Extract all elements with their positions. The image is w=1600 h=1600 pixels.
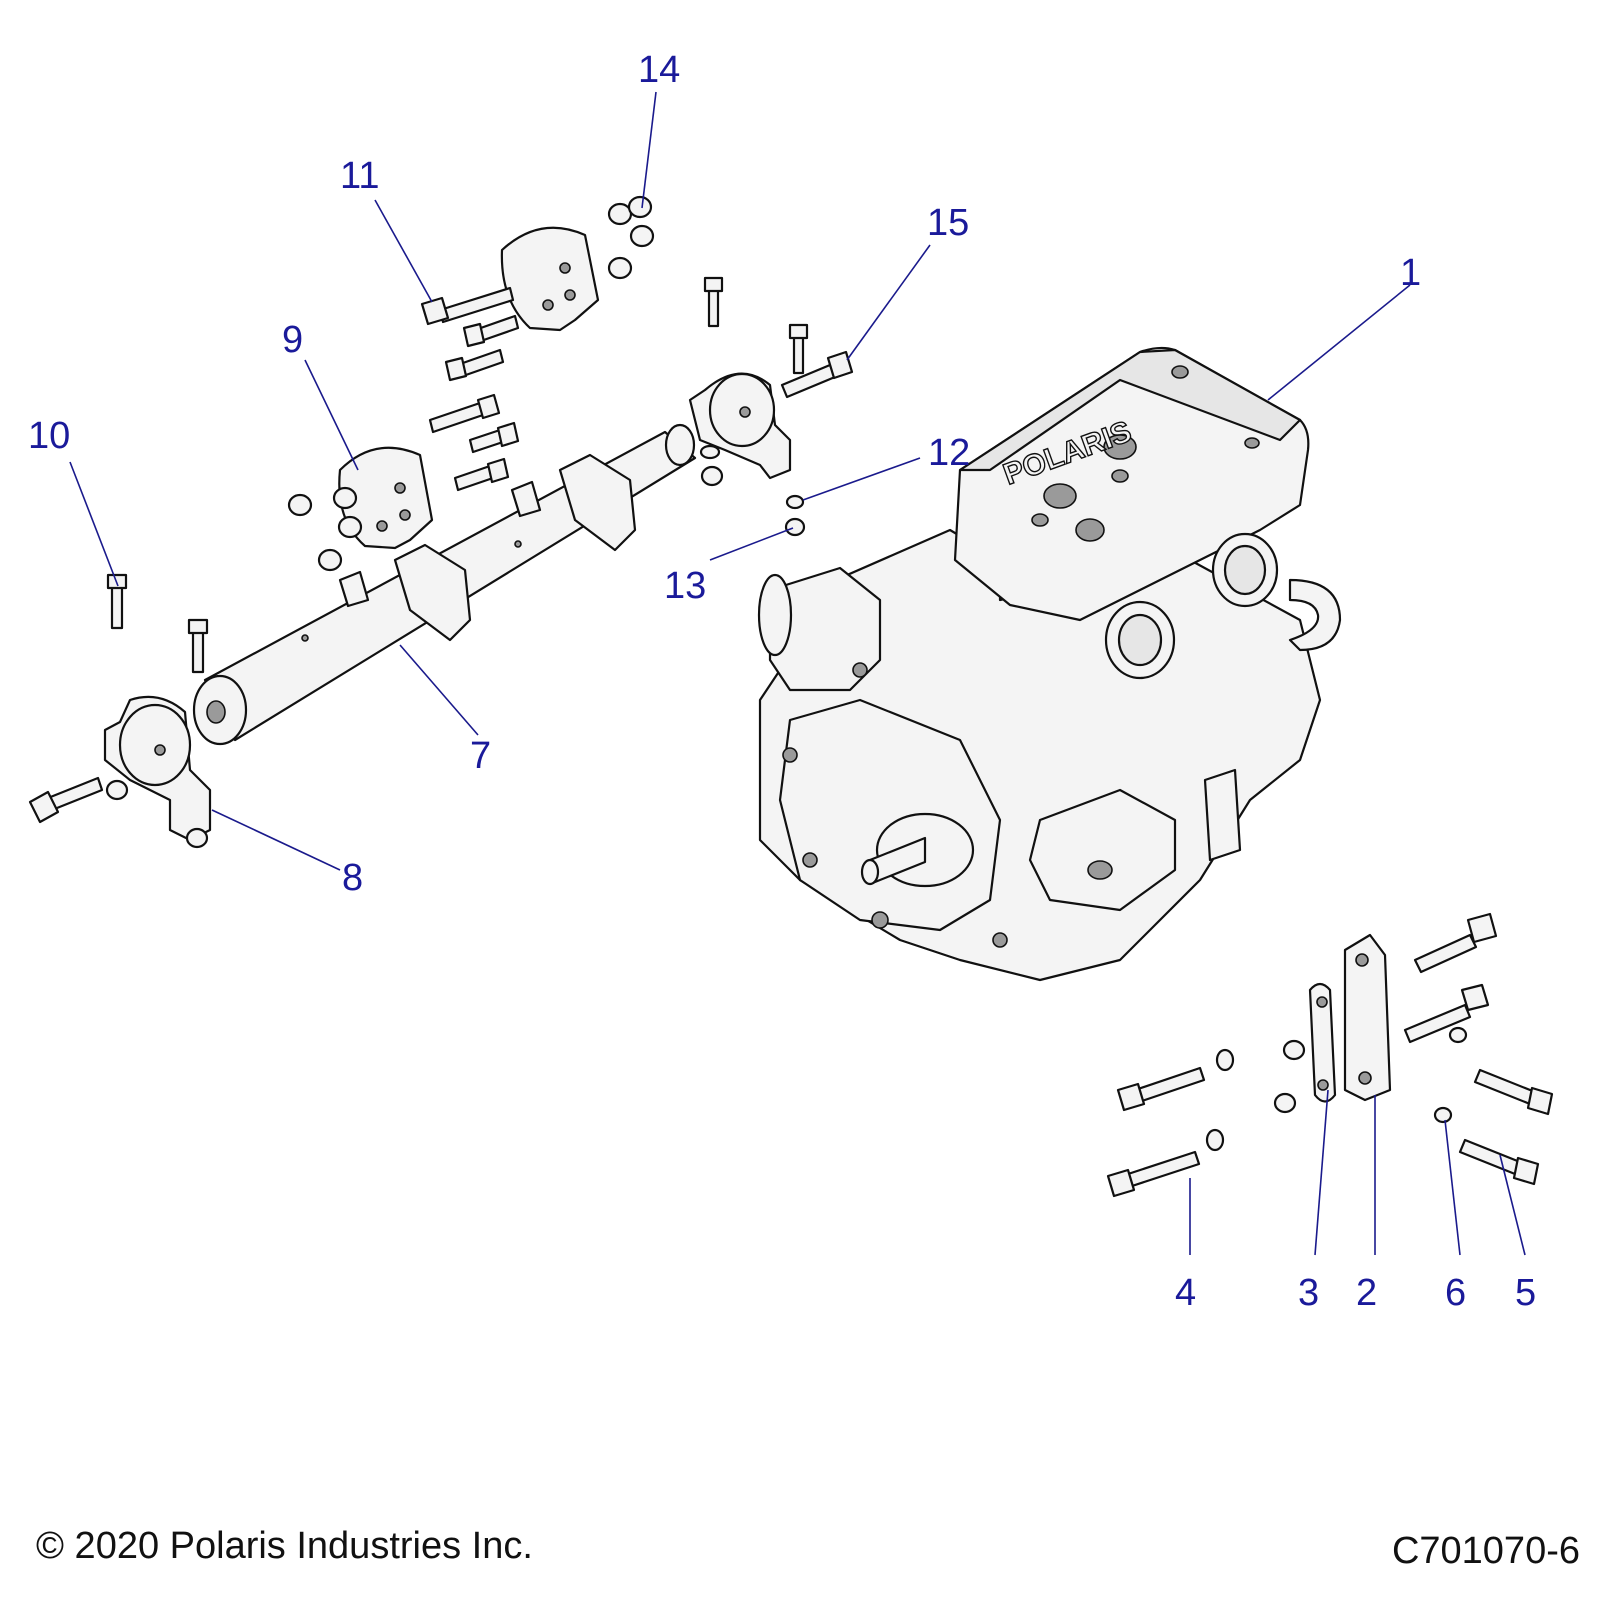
callout-14: 14	[638, 49, 680, 91]
callout-1: 1	[1400, 252, 1421, 294]
callout-6: 6	[1445, 1272, 1466, 1314]
callout-8: 8	[342, 857, 363, 899]
left-mount-bracket	[28, 573, 212, 849]
callout-13: 13	[664, 565, 706, 607]
callout-3: 3	[1298, 1272, 1319, 1314]
callout-15: 15	[927, 202, 969, 244]
mount-plates-lower	[287, 393, 520, 572]
callout-12: 12	[928, 432, 970, 474]
callout-10: 10	[28, 415, 70, 457]
mount-plates-upper	[420, 195, 655, 382]
front-mount-hardware	[1106, 912, 1554, 1198]
callout-9: 9	[282, 319, 303, 361]
right-mount-bracket	[688, 276, 854, 537]
callout-2: 2	[1356, 1272, 1377, 1314]
callout-11: 11	[340, 155, 379, 197]
leader-lines	[69, 91, 1526, 1256]
callout-5: 5	[1515, 1272, 1536, 1314]
engine-assembly: POLARIS	[757, 346, 1342, 982]
engine-mount-tube	[192, 423, 697, 746]
callout-4: 4	[1175, 1272, 1196, 1314]
callout-7: 7	[470, 735, 491, 777]
callout-labels: 1 2 3 4 5 6 7 8 9 10 11 12 13 14 15	[28, 49, 1536, 1314]
copyright-text: © 2020 Polaris Industries Inc.	[36, 1525, 533, 1567]
drawing-number: C701070-6	[1391, 1530, 1580, 1572]
